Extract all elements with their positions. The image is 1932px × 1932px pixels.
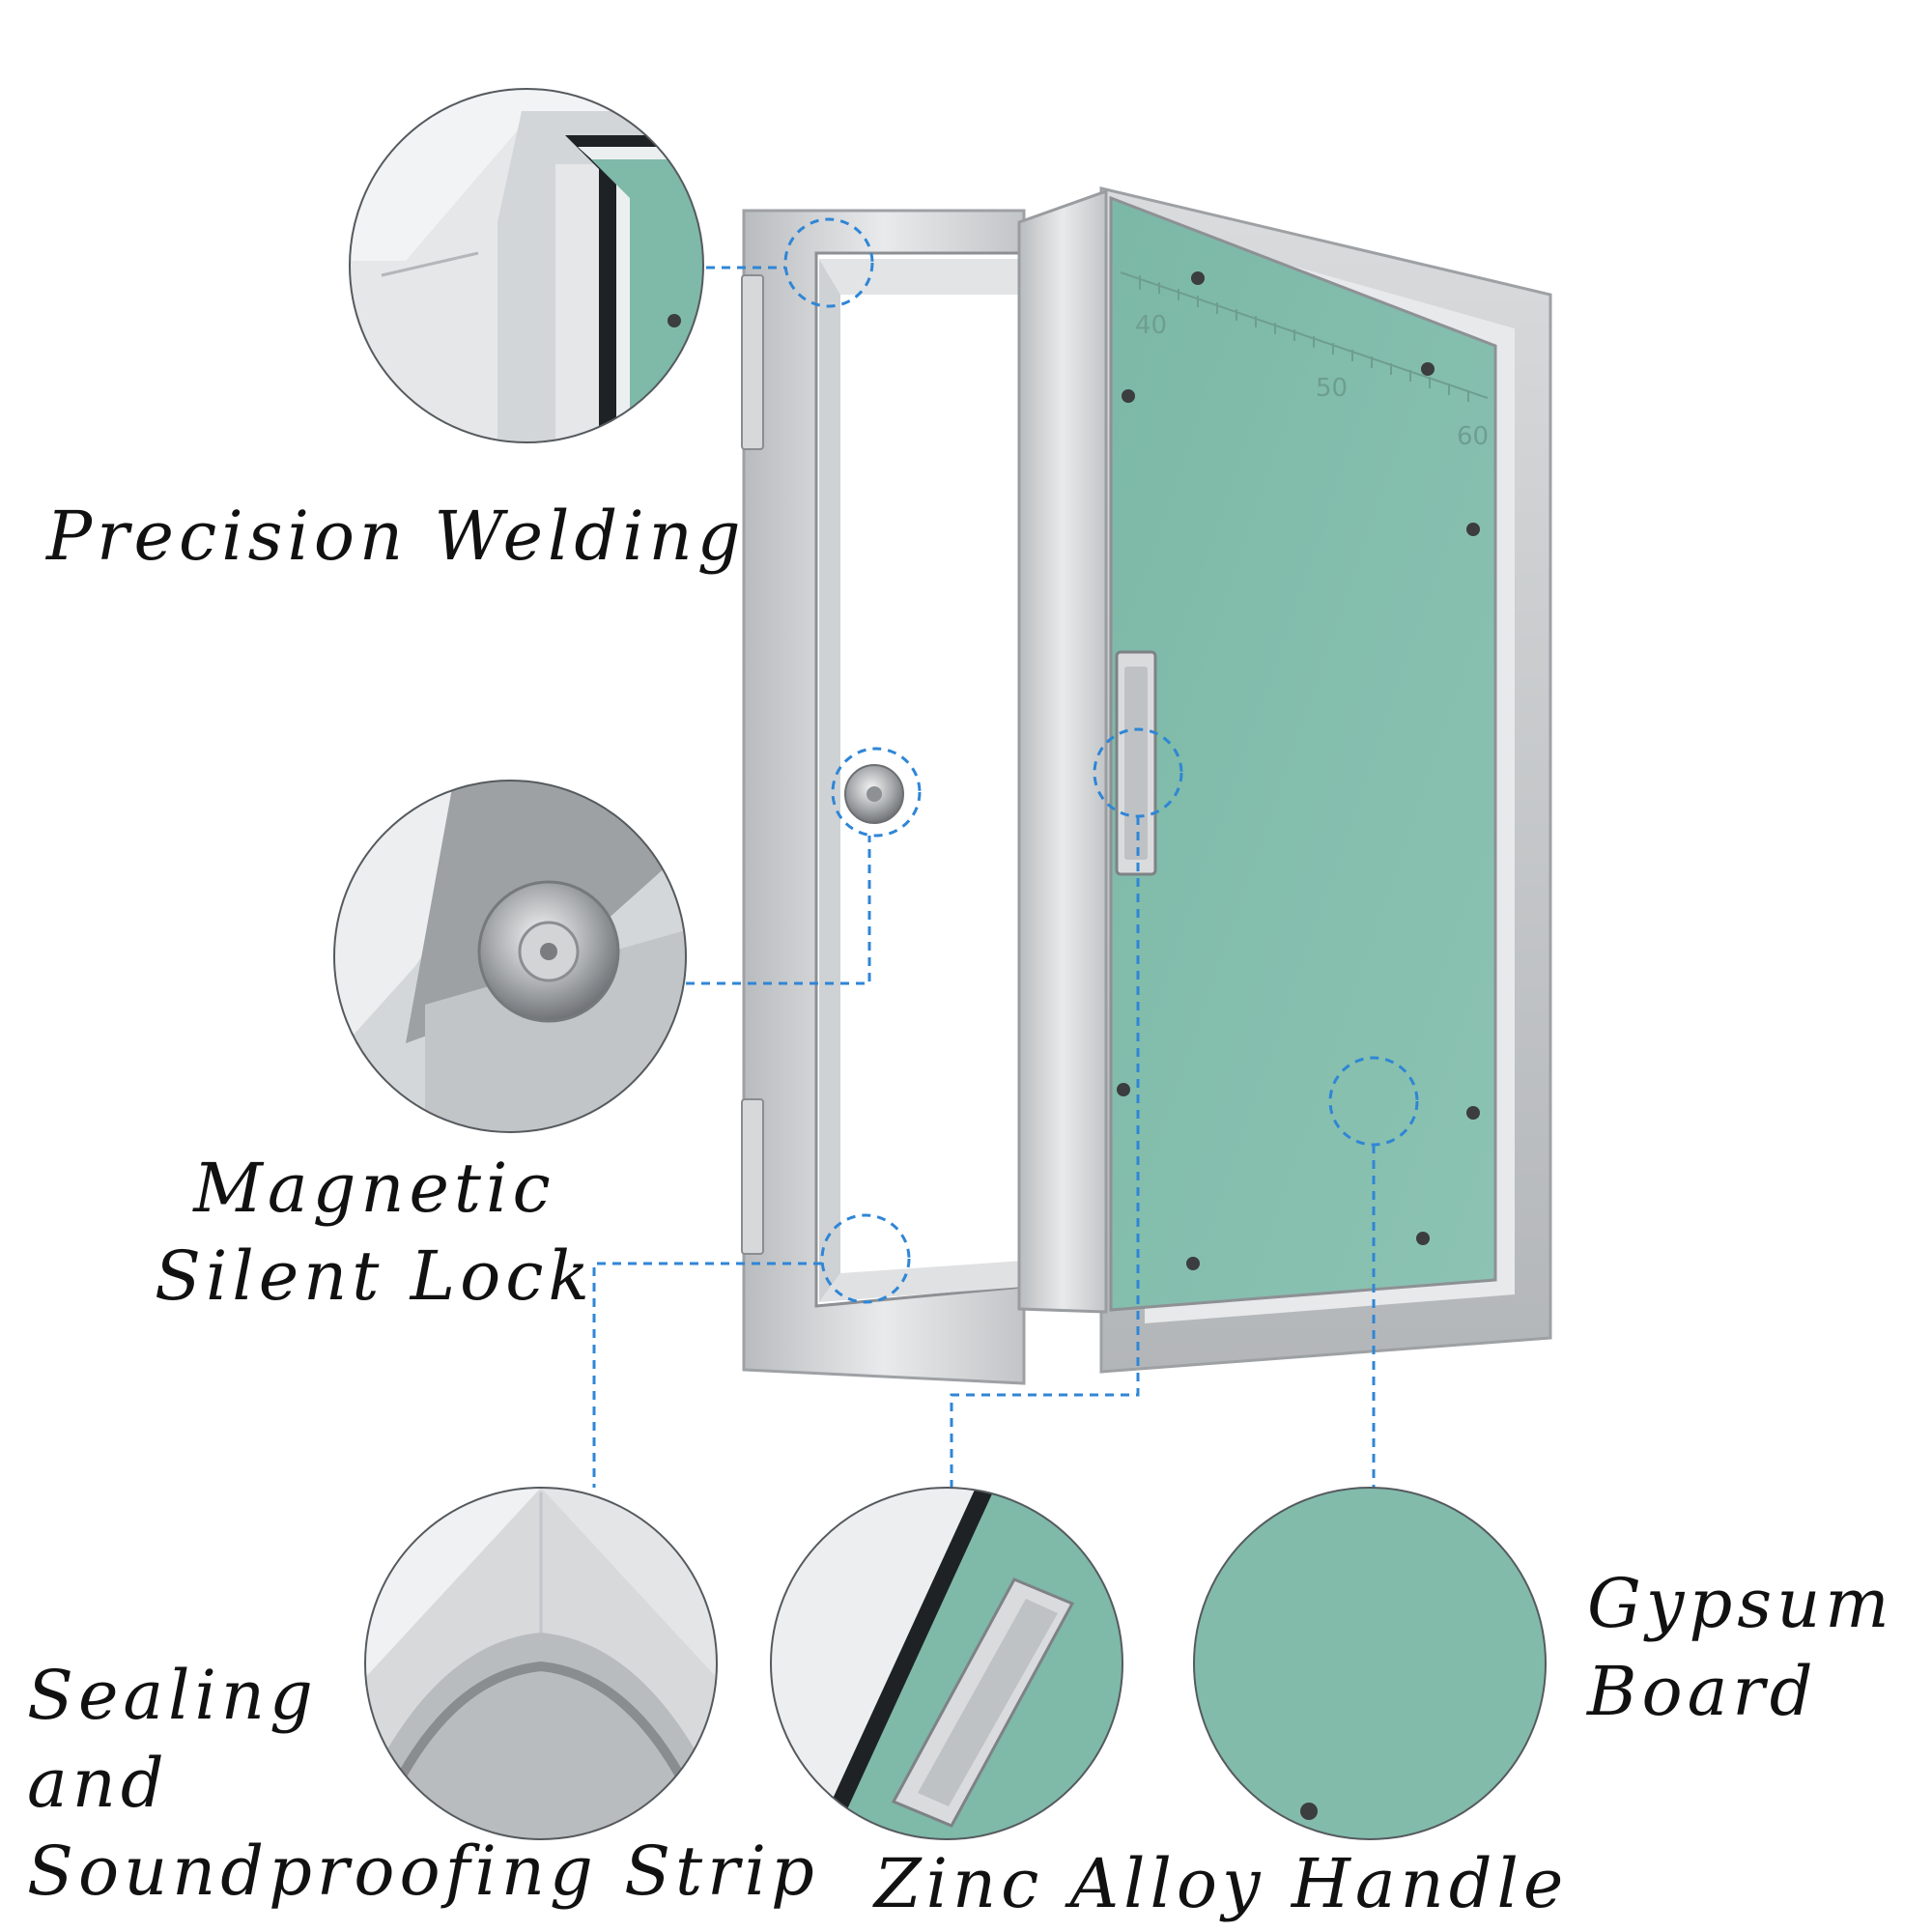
detail-circle-sealing-strip [364, 1487, 718, 1840]
label-sealing-line1: Sealing [27, 1656, 318, 1735]
label-sealing-strip: Sealing and Soundproofing Strip [27, 1652, 819, 1916]
ruler-mark-40: 40 [1135, 311, 1167, 340]
label-sealing-line2: and [27, 1744, 169, 1823]
detail-circle-gypsum-board [1193, 1487, 1547, 1840]
label-gypsum-line2: Board [1587, 1652, 1818, 1731]
label-gypsum-board: Gypsum Board [1587, 1560, 1894, 1736]
callout-lines [592, 266, 1376, 1488]
ruler-mark-60: 60 [1457, 422, 1489, 451]
detail-circle-welding [349, 88, 704, 443]
door-handle [1115, 650, 1157, 876]
label-zinc-alloy-handle: Zinc Alloy Handle [874, 1844, 1569, 1923]
label-precision-welding: Precision Welding [46, 497, 746, 576]
label-sealing-line3: Soundproofing Strip [27, 1832, 819, 1911]
detail-circle-handle [770, 1487, 1123, 1840]
label-magnetic-line1: Magnetic [193, 1149, 555, 1228]
label-gypsum-line1: Gypsum [1587, 1564, 1894, 1643]
screws [1117, 271, 1480, 1270]
detail-circle-magnetic-lock [333, 780, 687, 1133]
label-magnetic-line2: Silent Lock [155, 1236, 594, 1316]
ruler-mark-50: 50 [1316, 374, 1348, 403]
label-magnetic-silent-lock: Magnetic Silent Lock [155, 1145, 594, 1321]
door-panel: 40 50 60 [1017, 188, 1497, 1314]
outer-frame [741, 209, 1026, 1385]
